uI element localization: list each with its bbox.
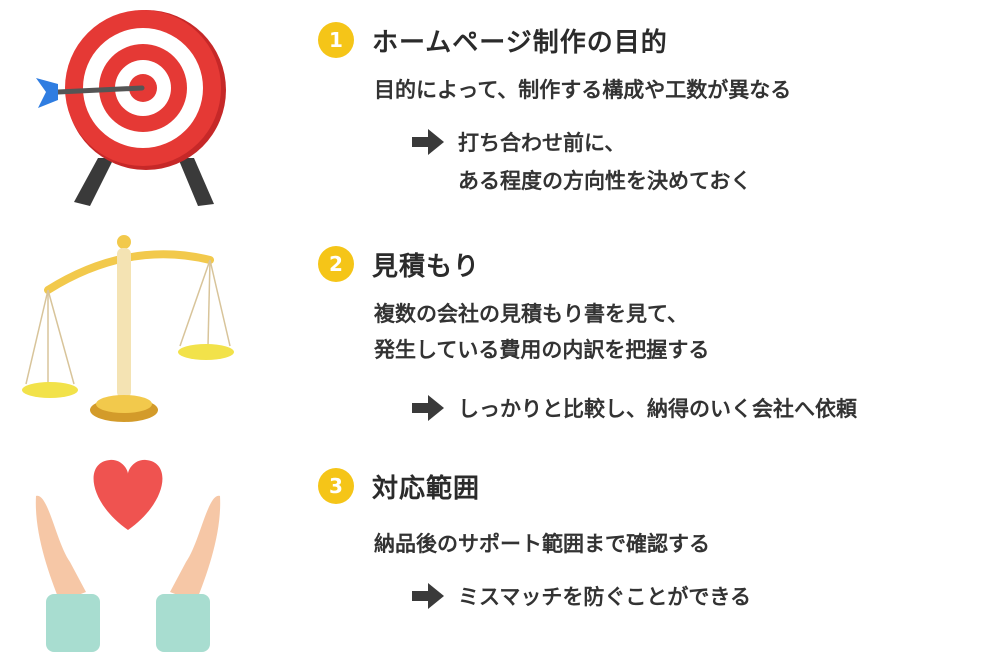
- arrow-right-icon: [412, 129, 444, 155]
- section-result: しっかりと比較し、納得のいく会社へ依頼: [410, 390, 857, 428]
- section-heading: 1 ホームページ制作の目的: [318, 20, 668, 60]
- scale-illustration: [18, 232, 238, 432]
- number-badge: 1: [318, 22, 354, 58]
- target-illustration: [28, 8, 228, 208]
- section-title: 見積もり: [372, 251, 481, 282]
- hands-illustration: [28, 452, 228, 657]
- section-title: ホームページ制作の目的: [372, 27, 668, 58]
- hands-heart-icon: [35, 459, 221, 652]
- arrow-right-icon: [412, 583, 444, 609]
- section-heading: 3 対応範囲: [318, 466, 480, 506]
- section-estimate: 2 見積もり 複数の会社の見積もり書を見て、 発生している費用の内訳を把握する …: [318, 244, 988, 444]
- target-icon: [36, 10, 226, 206]
- arrow-right-icon: [412, 395, 444, 421]
- number-badge: 2: [318, 246, 354, 282]
- number-badge: 3: [318, 468, 354, 504]
- section-result: 打ち合わせ前に、 ある程度の方向性を決めておく: [410, 124, 751, 200]
- section-purpose: 1 ホームページ制作の目的 目的によって、制作する構成や工数が異なる 打ち合わせ…: [318, 20, 988, 210]
- section-description: 目的によって、制作する構成や工数が異なる: [374, 78, 792, 102]
- section-title: 対応範囲: [372, 473, 481, 504]
- section-result: ミスマッチを防ぐことができる: [410, 578, 751, 616]
- section-heading: 2 見積もり: [318, 244, 480, 284]
- section-description: 納品後のサポート範囲まで確認する: [374, 532, 710, 556]
- section-support-scope: 3 対応範囲 納品後のサポート範囲まで確認する ミスマッチを防ぐことができる: [318, 466, 988, 626]
- balance-scale-icon: [22, 235, 234, 422]
- section-description: 複数の会社の見積もり書を見て、 発生している費用の内訳を把握する: [374, 302, 710, 362]
